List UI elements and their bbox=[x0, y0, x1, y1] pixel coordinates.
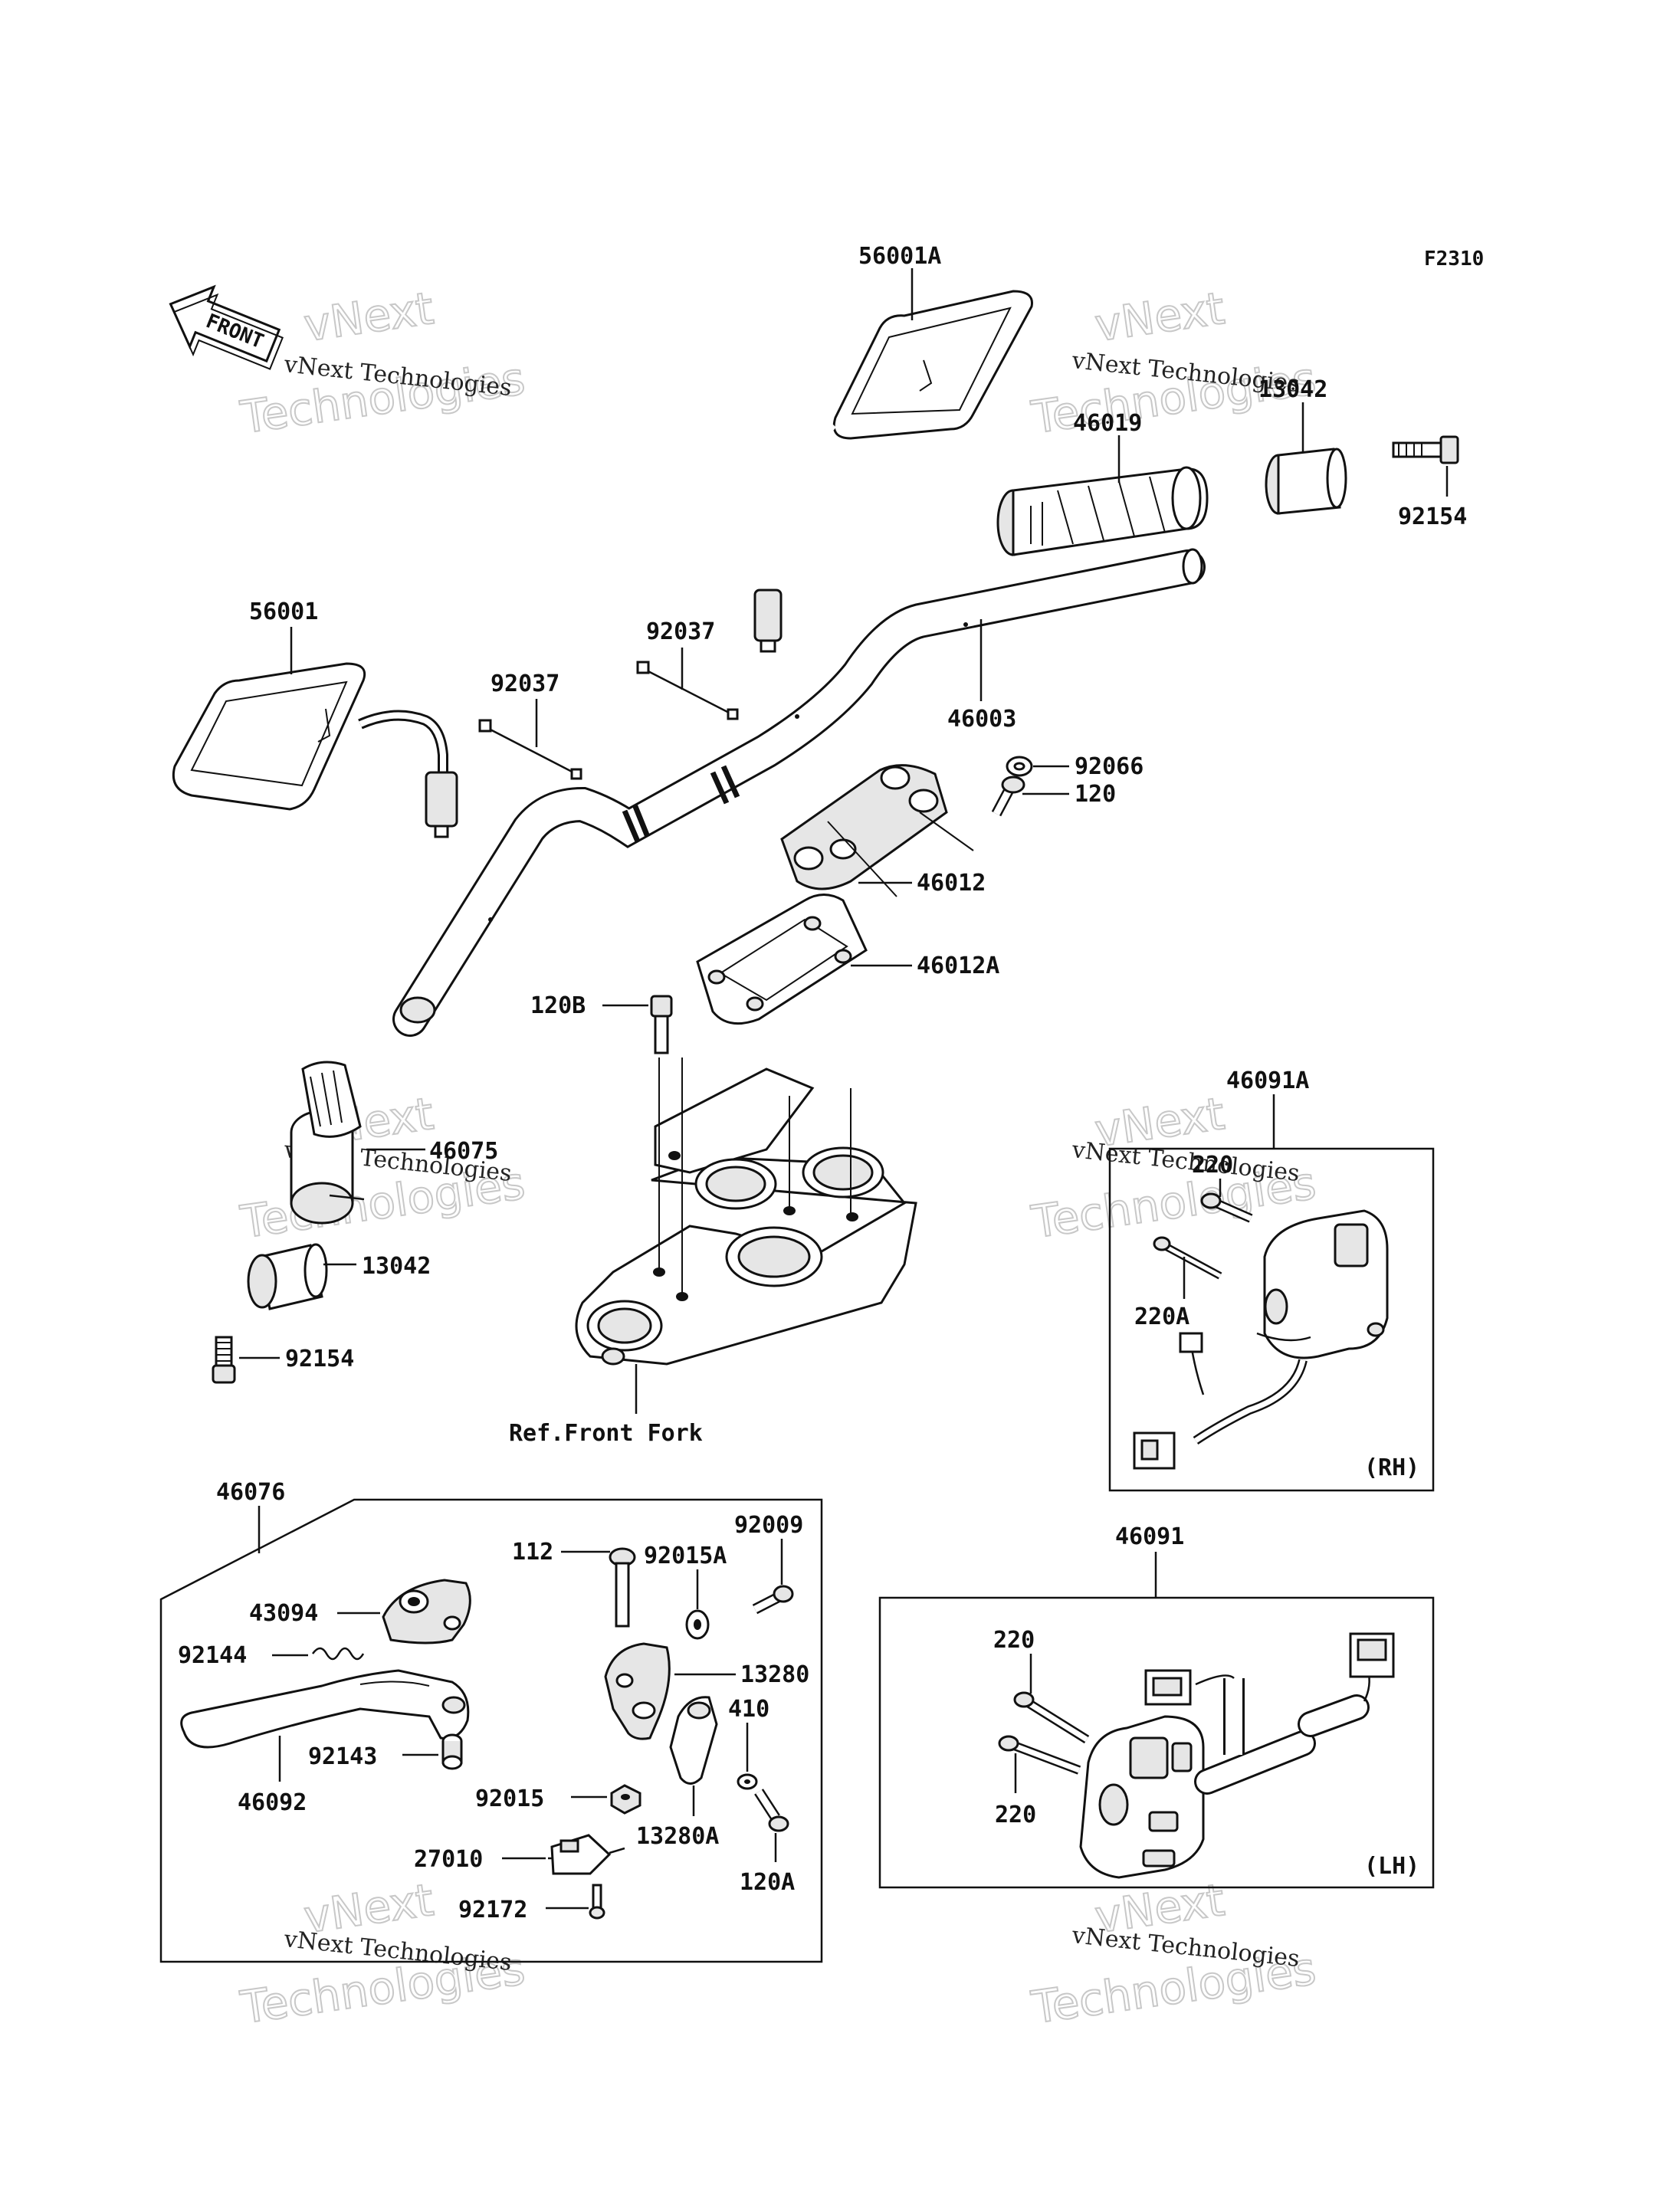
label-27010: 27010 bbox=[414, 1846, 483, 1873]
label-120A: 120A bbox=[740, 1869, 795, 1896]
label-ref-front-fork: Ref.Front Fork bbox=[509, 1420, 703, 1447]
handlebar-clamp-upper bbox=[780, 764, 974, 897]
label-13042-bottom: 13042 bbox=[362, 1253, 431, 1280]
label-92037-b: 92037 bbox=[491, 671, 559, 697]
watermark-mid-right: vNext Technologies vNext Technologies bbox=[1027, 1087, 1319, 1249]
label-46091: 46091 bbox=[1115, 1523, 1184, 1550]
label-46012: 46012 bbox=[917, 870, 986, 897]
label-56001: 56001 bbox=[249, 598, 318, 625]
handlebar-clamp-lower bbox=[696, 894, 868, 1025]
cable-tie-upper bbox=[636, 661, 739, 720]
bar-end-weight-bottom bbox=[247, 1243, 328, 1310]
label-56001A: 56001A bbox=[858, 243, 941, 270]
label-46076: 46076 bbox=[216, 1479, 285, 1506]
label-92154-top: 92154 bbox=[1398, 503, 1467, 530]
svg-text:vNext: vNext bbox=[1091, 282, 1227, 352]
washer-410 bbox=[737, 1773, 758, 1790]
label-43094: 43094 bbox=[249, 1600, 318, 1627]
rh-screw-220A bbox=[1153, 1236, 1222, 1280]
collar-92143 bbox=[441, 1733, 463, 1770]
lever-holder-43094 bbox=[382, 1579, 471, 1644]
figure-code: F2310 bbox=[1424, 248, 1484, 271]
top-triple-clamp bbox=[575, 1058, 917, 1366]
washer-92066 bbox=[1006, 756, 1033, 777]
label-92144: 92144 bbox=[178, 1642, 247, 1669]
label-46012A: 46012A bbox=[917, 953, 999, 979]
handlebar bbox=[392, 548, 1206, 1037]
label-92015A: 92015A bbox=[644, 1543, 727, 1569]
label-112: 112 bbox=[512, 1539, 553, 1566]
bolt-92154-top bbox=[1392, 435, 1459, 464]
mirror-right bbox=[752, 290, 1033, 653]
watermark-top-left: vNext Technologies vNext Technologies bbox=[236, 281, 528, 444]
bar-end-weight-top bbox=[1265, 448, 1347, 515]
mirror-left bbox=[172, 662, 458, 838]
watermark-top-right: vNext Technologies vNext Technologies bbox=[1027, 281, 1319, 444]
label-92009: 92009 bbox=[734, 1512, 803, 1539]
rh-switch-housing bbox=[1133, 1209, 1389, 1470]
svg-text:vNext: vNext bbox=[300, 282, 436, 352]
label-46092: 46092 bbox=[238, 1789, 307, 1816]
clutch-lever-46092 bbox=[180, 1669, 470, 1749]
throttle-grip bbox=[290, 1061, 365, 1225]
watermark-bottom-right: vNext Technologies vNext Technologies bbox=[1027, 1873, 1319, 2035]
lh-switch-housing bbox=[1079, 1632, 1395, 1879]
lh-screw-220-lower bbox=[998, 1735, 1081, 1775]
label-410: 410 bbox=[728, 1696, 769, 1723]
label-220A: 220A bbox=[1134, 1303, 1189, 1330]
bolt-92154-bottom bbox=[212, 1336, 236, 1384]
label-92066: 92066 bbox=[1075, 753, 1144, 780]
label-46075: 46075 bbox=[429, 1138, 498, 1165]
grip-right bbox=[996, 466, 1209, 556]
label-120B: 120B bbox=[530, 992, 586, 1019]
label-92015: 92015 bbox=[475, 1785, 544, 1812]
bolt-120A bbox=[754, 1789, 789, 1832]
clamp-13280 bbox=[604, 1642, 671, 1740]
switch-27010 bbox=[548, 1834, 625, 1875]
label-220-lh-b: 220 bbox=[995, 1802, 1036, 1828]
label-92037-a: 92037 bbox=[646, 618, 715, 645]
clamp-13280A bbox=[669, 1696, 718, 1785]
screw-92172 bbox=[589, 1884, 605, 1920]
label-92143: 92143 bbox=[308, 1743, 377, 1770]
rh-label: (RH) bbox=[1364, 1454, 1419, 1481]
bolt-120 bbox=[991, 776, 1025, 817]
bolt-112 bbox=[609, 1547, 636, 1628]
label-92154-bottom: 92154 bbox=[285, 1346, 354, 1372]
label-92172: 92172 bbox=[458, 1897, 527, 1923]
label-220-lh-a: 220 bbox=[993, 1627, 1035, 1654]
label-46003: 46003 bbox=[947, 706, 1016, 733]
cable-tie-lower bbox=[478, 719, 582, 780]
label-13042-top: 13042 bbox=[1258, 376, 1327, 403]
bolt-120B bbox=[650, 995, 673, 1054]
watermark-mid-left: vNext Technologies vNext Technologies bbox=[236, 1087, 528, 1249]
label-46019: 46019 bbox=[1073, 410, 1142, 437]
label-13280A: 13280A bbox=[636, 1823, 719, 1850]
label-46091A: 46091A bbox=[1226, 1067, 1309, 1094]
lh-screw-220-upper bbox=[1013, 1691, 1090, 1744]
spring-92144 bbox=[311, 1647, 365, 1661]
nut-92015 bbox=[610, 1784, 641, 1815]
clutch-lever-box bbox=[159, 1498, 823, 1963]
rh-screw-220 bbox=[1200, 1192, 1253, 1223]
bolt-92009 bbox=[752, 1585, 794, 1615]
label-13280: 13280 bbox=[740, 1661, 809, 1688]
label-220-rh: 220 bbox=[1192, 1152, 1233, 1179]
front-arrow-icon: FRONT bbox=[169, 284, 284, 370]
washer-92015A bbox=[685, 1609, 710, 1640]
label-120: 120 bbox=[1075, 781, 1116, 808]
lh-label: (LH) bbox=[1364, 1853, 1419, 1880]
rh-switch-box bbox=[1108, 1147, 1435, 1492]
